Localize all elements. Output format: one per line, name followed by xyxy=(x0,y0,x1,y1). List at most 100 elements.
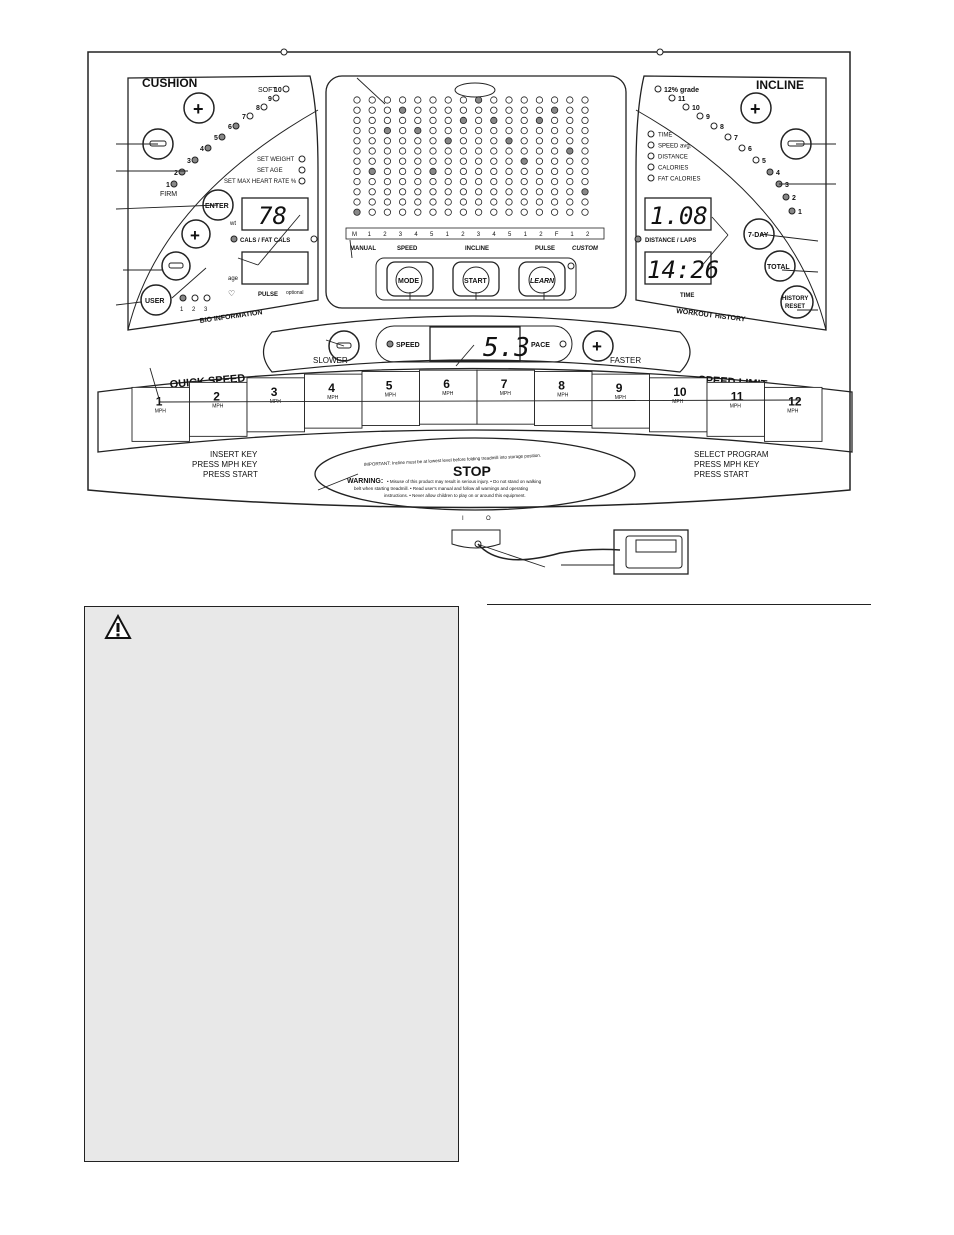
matrix-dot xyxy=(444,198,452,206)
svg-text:O: O xyxy=(486,516,491,522)
program-number: 1 xyxy=(446,232,450,238)
stop-button[interactable] xyxy=(314,437,636,511)
speed-key[interactable] xyxy=(534,371,593,426)
cushion-led xyxy=(246,112,254,120)
bio-plus-button[interactable] xyxy=(181,219,211,249)
faster-button[interactable] xyxy=(582,330,614,362)
matrix-dot xyxy=(550,167,559,175)
incline-level-label: 10 xyxy=(692,105,700,112)
matrix-dot xyxy=(414,137,422,145)
speed-key[interactable] xyxy=(649,377,708,433)
matrix-dot xyxy=(429,208,437,216)
matrix-dot xyxy=(383,188,391,196)
matrix-dot xyxy=(581,137,589,145)
matrix-dot xyxy=(429,198,437,206)
svg-text:belt when starting treadmill.: belt when starting treadmill. • Read use… xyxy=(354,486,529,491)
matrix-dot xyxy=(429,167,437,175)
matrix-dot xyxy=(368,208,376,216)
speed-display xyxy=(429,326,521,362)
cushion-led xyxy=(170,180,178,188)
time-display xyxy=(644,251,712,285)
learn-button[interactable] xyxy=(518,261,566,297)
matrix-dot xyxy=(474,137,483,145)
matrix-dot xyxy=(383,127,391,135)
matrix-dot xyxy=(581,188,589,196)
workout-option-led xyxy=(647,163,655,171)
speed-key[interactable] xyxy=(476,369,535,425)
cushion-led xyxy=(260,103,268,111)
speed-key[interactable] xyxy=(246,377,305,433)
cushion-plus-button[interactable] xyxy=(183,92,215,124)
cushion-led xyxy=(191,156,199,164)
svg-text:age: age xyxy=(228,276,239,282)
matrix-dot xyxy=(581,198,589,206)
distance-display xyxy=(644,197,712,231)
matrix-dot xyxy=(383,147,391,155)
workout-option-label: CALORIES xyxy=(658,166,688,172)
minus-icon xyxy=(168,262,184,269)
matrix-dot xyxy=(505,198,513,206)
brand-logo-icon xyxy=(454,82,496,98)
matrix-dot xyxy=(474,198,483,206)
bio-minus-button[interactable] xyxy=(161,251,191,281)
matrix-dot xyxy=(353,137,361,145)
matrix-dot xyxy=(581,157,589,165)
matrix-dot xyxy=(490,116,498,125)
history-reset-button[interactable] xyxy=(780,285,814,319)
incline-level-label: 5 xyxy=(762,158,766,165)
matrix-dot xyxy=(414,208,422,216)
matrix-dot xyxy=(414,178,422,186)
matrix-dot xyxy=(459,116,467,125)
incline-level-label: 1 xyxy=(798,209,802,216)
incline-led xyxy=(788,207,796,215)
plus-icon: + xyxy=(592,337,602,356)
workout-history-title: WORKOUT HISTORY xyxy=(676,308,746,323)
plus-icon: + xyxy=(193,99,204,119)
set-weight-label: SET WEIGHT xyxy=(257,157,295,163)
matrix-panel xyxy=(325,75,627,309)
matrix-dot xyxy=(459,137,467,145)
matrix-dot xyxy=(398,116,407,125)
warning-box xyxy=(84,606,459,1162)
incline-title: INCLINE xyxy=(756,78,804,92)
speed-key-unit: MPH xyxy=(442,391,454,397)
incline-plus-button[interactable] xyxy=(740,92,772,124)
time-value: 14:26 xyxy=(647,256,719,284)
incline-led xyxy=(710,122,718,130)
matrix-dot xyxy=(474,127,483,135)
matrix-dot xyxy=(459,178,467,186)
matrix-dot xyxy=(505,137,513,145)
matrix-dot xyxy=(520,96,528,104)
matrix-dot xyxy=(490,127,498,135)
speed-key[interactable] xyxy=(131,386,190,442)
stop-label: STOP xyxy=(453,463,491,479)
speed-key[interactable] xyxy=(591,373,650,429)
speed-key[interactable] xyxy=(764,386,823,442)
speed-key[interactable] xyxy=(419,369,478,425)
user-button[interactable] xyxy=(140,284,172,316)
matrix-dot xyxy=(520,198,528,206)
speed-key-label: 6 xyxy=(443,377,450,391)
matrix-dot xyxy=(398,157,407,165)
matrix-dot xyxy=(414,116,422,125)
total-button[interactable] xyxy=(764,250,796,282)
matrix-dot xyxy=(490,106,498,114)
bio-display xyxy=(241,197,309,231)
speed-key-label: 4 xyxy=(328,381,335,395)
matrix-dot xyxy=(414,198,422,206)
seven-day-button[interactable] xyxy=(743,218,775,250)
incline-level-label: 2 xyxy=(792,195,796,202)
cushion-level-label: 4 xyxy=(200,146,204,153)
svg-text:RESET: RESET xyxy=(785,304,805,310)
svg-text:1: 1 xyxy=(180,307,184,313)
speed-key-label: 12 xyxy=(788,394,802,408)
matrix-dot xyxy=(520,116,528,125)
svg-text:3: 3 xyxy=(204,307,208,313)
program-number: 3 xyxy=(477,232,481,238)
incline-led xyxy=(724,133,732,141)
minus-icon xyxy=(149,140,167,147)
speed-label: SPEED xyxy=(396,342,420,349)
